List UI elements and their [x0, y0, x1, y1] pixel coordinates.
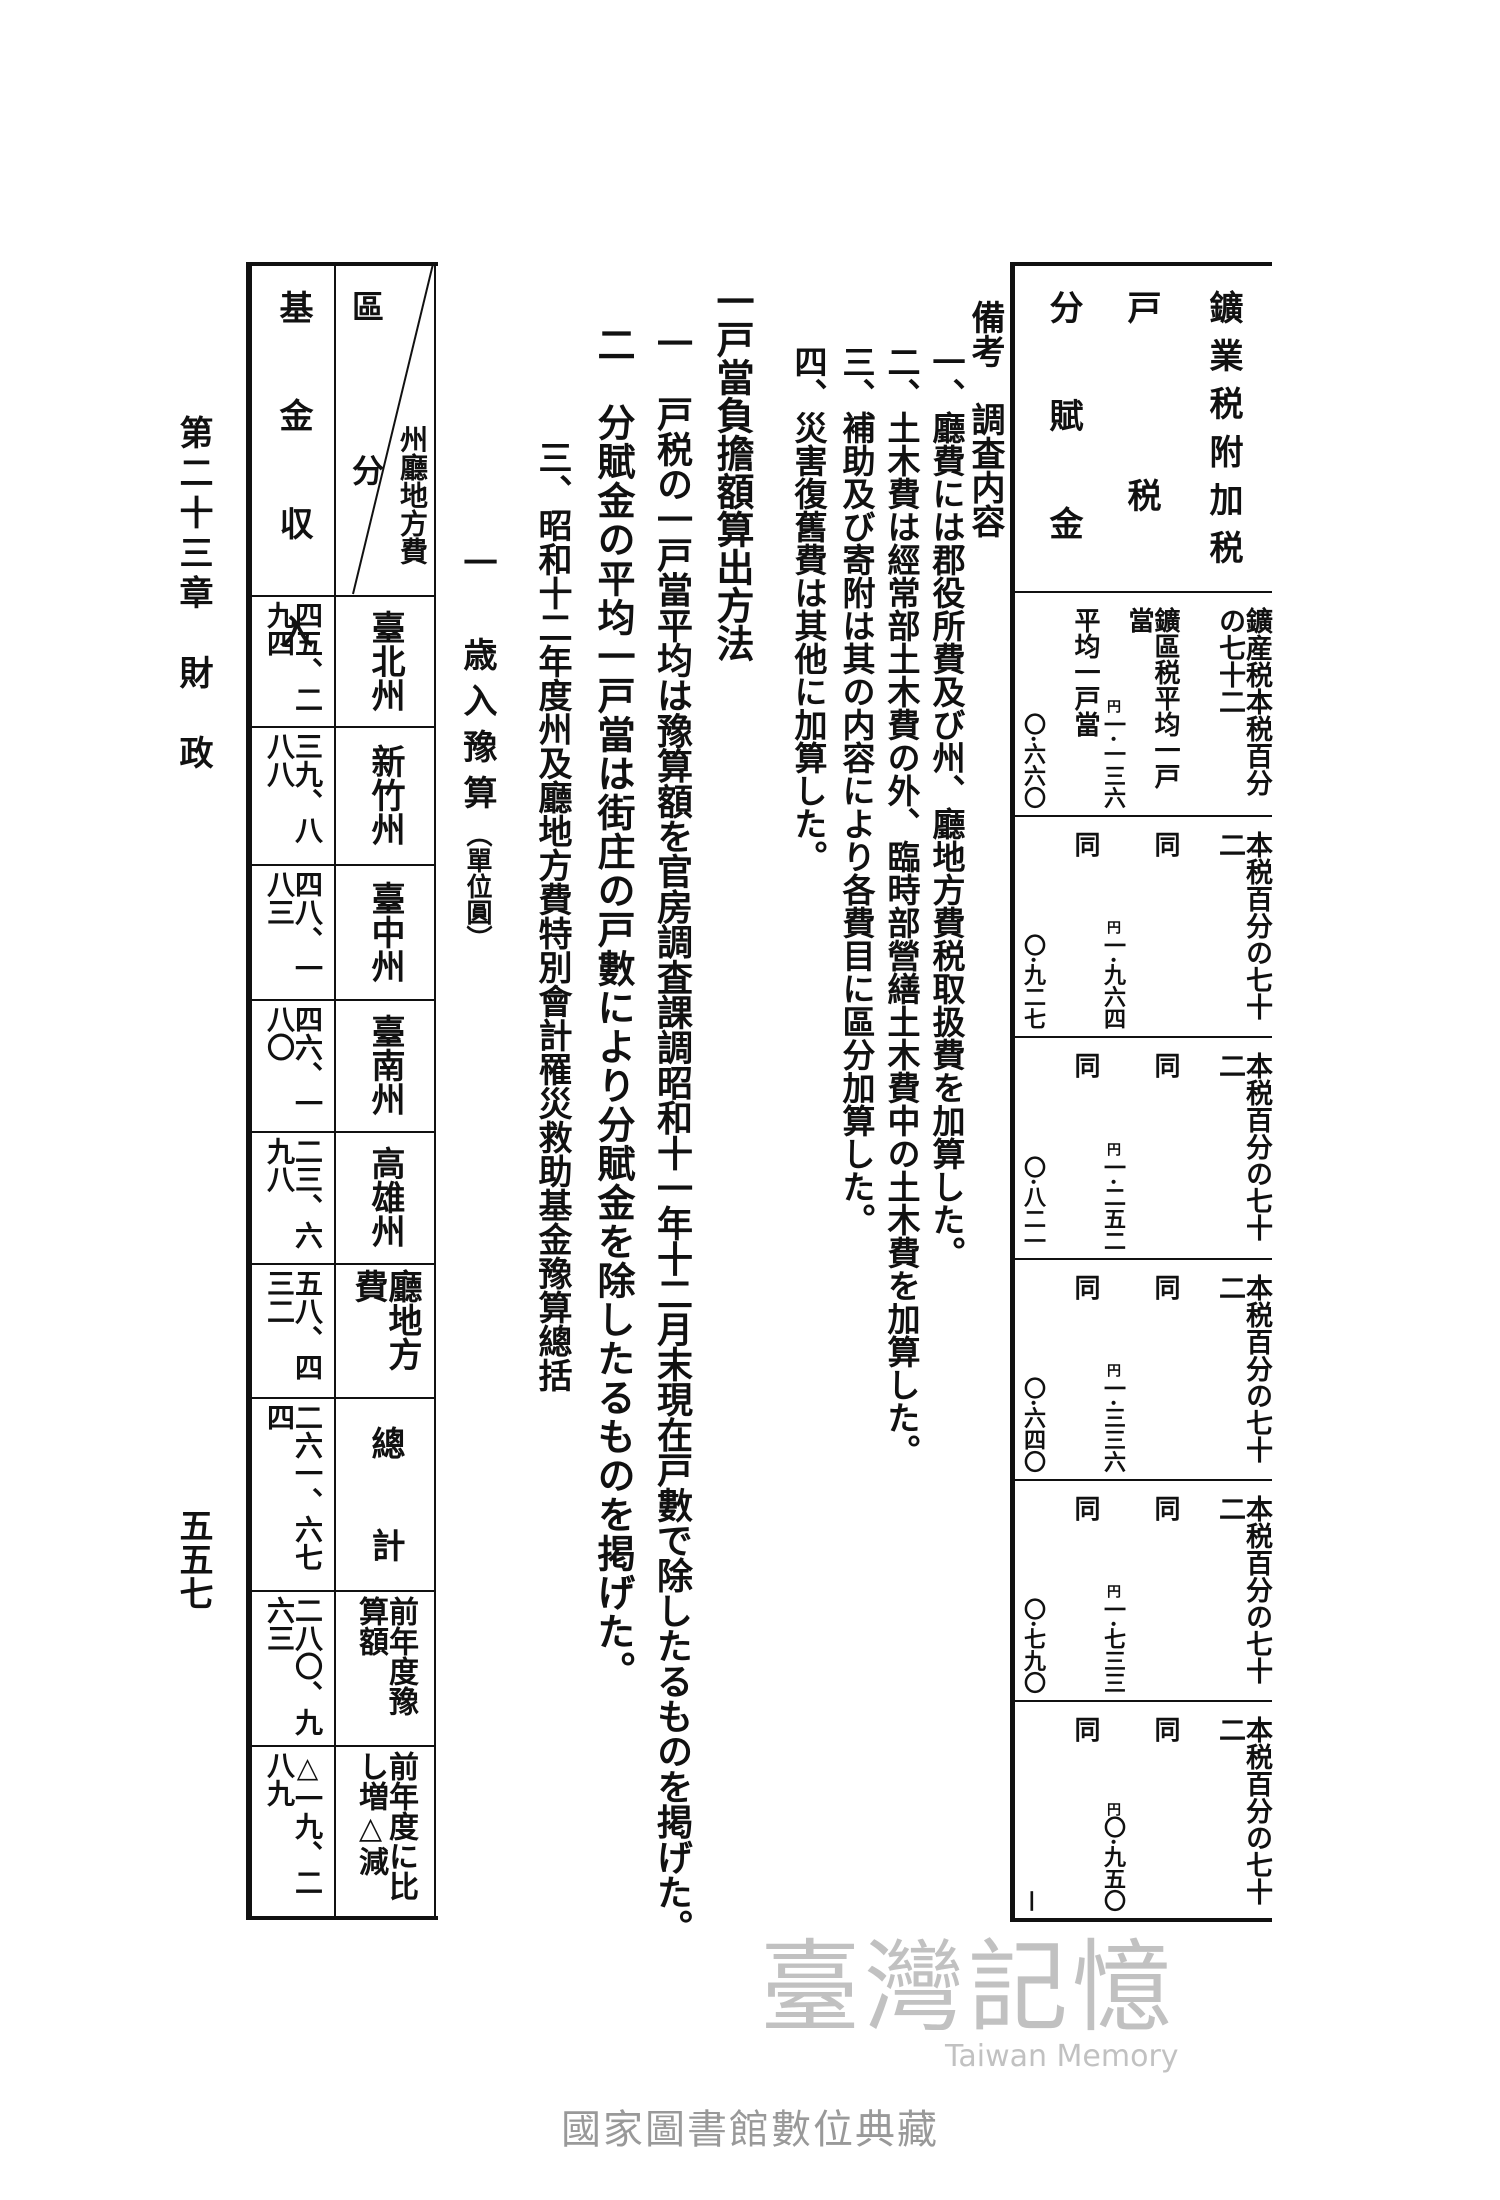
- row-divider: [252, 595, 434, 597]
- allotment-value: 〇·六六〇: [1020, 713, 1046, 809]
- household-tax-value-group: 円一·二五二: [1100, 1142, 1126, 1252]
- yen-unit: 円: [1105, 699, 1121, 714]
- note-item-2: 二、土木費は經常部土木費の外、臨時部營繕土木費中の土木費を加算した。: [882, 345, 921, 1467]
- corner-diagonal: [352, 264, 434, 595]
- fund-row-value: 五八、四三二: [263, 1269, 324, 1381]
- method-heading: 一戸當負擔額算出方法: [710, 282, 755, 662]
- fund-row-label: 新竹州: [365, 744, 405, 846]
- row-divider: [252, 1745, 434, 1747]
- row-divider: [252, 1131, 434, 1133]
- section-three-title: 三、昭和十二年度州及廳地方費特別會計罹災救助基金豫算總括: [532, 440, 572, 1392]
- fund-row-value: 三九、八八八: [263, 732, 324, 844]
- household-tax-value: 〇·九五〇: [1100, 1816, 1126, 1912]
- row-divider: [252, 1397, 434, 1399]
- fund-row-value: 二六一、六七四: [263, 1403, 324, 1571]
- fund-row-label: 臺北州: [365, 609, 405, 712]
- fund-row-value: △一九、二八九: [263, 1751, 324, 1896]
- fund-row-label: 臺中州: [365, 880, 405, 983]
- watermark: 臺灣記憶 Taiwan Memory: [760, 1938, 1220, 2088]
- fund-row-value: 二八〇、九六三: [263, 1596, 324, 1736]
- allotment-label: 同: [1070, 1716, 1100, 1742]
- row-divider: [252, 1590, 434, 1592]
- fund-row-label: 前年度に比し増△減: [353, 1751, 418, 1901]
- row-divider: [252, 1263, 434, 1265]
- mining-tax-rate: 本税百分の七十二: [1214, 1274, 1272, 1463]
- row-divider: [252, 726, 434, 728]
- allotment-value: 〇·六四〇: [1020, 1377, 1046, 1473]
- mining-tax-rate: 鑛産税本税百分の七十二: [1214, 607, 1272, 796]
- page-number: 五五七: [173, 1508, 213, 1610]
- allotment-value: 〇·七九〇: [1020, 1598, 1046, 1694]
- header-household-tax: 戸 税: [1121, 290, 1161, 572]
- allotment-value: —: [1020, 1890, 1046, 1912]
- yen-unit: 円: [1105, 1802, 1121, 1817]
- household-tax-value-group: 円〇·九五〇: [1100, 1802, 1126, 1912]
- mining-tax-rate: 本税百分の七十二: [1214, 1052, 1272, 1241]
- corner-top-label: 區 分: [347, 290, 385, 536]
- household-tax-value: 一·七三三: [1100, 1598, 1126, 1694]
- yen-unit: 円: [1105, 920, 1121, 935]
- unit-label: （單位圓）: [462, 821, 492, 951]
- fund-row-value: 四八、一八三: [263, 870, 324, 982]
- household-tax-label: 同: [1150, 1495, 1180, 1521]
- watermark-latin: Taiwan Memory: [945, 2039, 1179, 2074]
- row-divider: [252, 864, 434, 866]
- fund-row-label: 廳地方費: [348, 1269, 422, 1371]
- household-tax-value: 一·二五二: [1100, 1156, 1126, 1252]
- allotment-label: 平均一戸當: [1070, 607, 1100, 737]
- fund-row-label: 臺南州: [365, 1014, 405, 1116]
- fund-row-label: 總 計: [365, 1425, 405, 1562]
- household-tax-value-group: 円一·一三六: [1100, 699, 1126, 809]
- fund-row-label: 前年度豫算額: [353, 1596, 418, 1716]
- household-tax-label: 同: [1150, 1716, 1180, 1742]
- household-tax-label: 同: [1150, 1052, 1180, 1078]
- household-tax-value-group: 円一·七三三: [1100, 1584, 1126, 1694]
- household-tax-value: 一·三三六: [1100, 1377, 1126, 1473]
- header-allotment: 分 賦 金: [1043, 290, 1083, 560]
- allotment-label: 同: [1070, 1495, 1100, 1521]
- column-header-fund-revenue: 基 金 収 入: [273, 290, 313, 668]
- mining-tax-rate: 本税百分の七十二: [1214, 1495, 1272, 1684]
- fund-row-value: 二三、六九八: [263, 1137, 324, 1249]
- allotment-label: 同: [1070, 1052, 1100, 1078]
- household-tax-value-group: 円一·九六四: [1100, 920, 1126, 1030]
- allotment-value: 〇·九二七: [1020, 934, 1046, 1030]
- mining-tax-rate: 本税百分の七十二: [1214, 831, 1272, 1020]
- header-mining-tax: 鑛業税附加税: [1203, 290, 1243, 578]
- household-tax-label: 鑛區税平均一戸當: [1124, 607, 1180, 789]
- household-tax-value-group: 円一·三三六: [1100, 1363, 1126, 1473]
- watermark-cjk: 臺灣記憶: [760, 1929, 1176, 2046]
- fund-row-value: 四五、二九四: [263, 601, 324, 713]
- corner-bottom-label: 州廳地方費: [396, 425, 429, 565]
- footer-attribution: 國家圖書館數位典藏: [561, 2107, 939, 2153]
- mining-tax-rate: 本税百分の七十二: [1214, 1716, 1272, 1905]
- household-tax-label: 同: [1150, 831, 1180, 857]
- fund-row-label: 高雄州: [365, 1146, 405, 1248]
- household-tax-label: 同: [1150, 1274, 1180, 1300]
- allotment-value: 〇·八二一: [1020, 1156, 1046, 1252]
- fund-row-value: 四六、一八〇: [263, 1005, 324, 1117]
- yen-unit: 円: [1105, 1363, 1121, 1378]
- notes-title: 備考 調査内容: [965, 300, 1005, 538]
- chapter-heading: 第二十三章 財 政: [173, 415, 213, 775]
- note-item-3: 三、補助及び寄附は其の内容により各費目に區分加算した。: [837, 345, 876, 1236]
- revenue-subtitle-text: 一 歳入豫算: [457, 545, 497, 821]
- household-tax-value: 一·九六四: [1100, 934, 1126, 1030]
- household-tax-value: 一·一三六: [1100, 713, 1126, 809]
- note-item-1: 一、廳費には郡役所費及び州、廳地方費税取扱費を加算した。: [927, 345, 966, 1269]
- allotment-label: 同: [1070, 831, 1100, 857]
- yen-unit: 円: [1105, 1142, 1121, 1157]
- allotment-label: 同: [1070, 1274, 1100, 1300]
- yen-unit: 円: [1105, 1584, 1121, 1599]
- note-item-4: 四、災害復舊費は其他に加算した。: [789, 345, 828, 873]
- row-divider: [252, 999, 434, 1001]
- revenue-subtitle: 一 歳入豫算（單位圓）: [457, 545, 497, 951]
- method-item-1: 一 戸税の一戸當平均は豫算額を官房調査課調昭和十一年十二月末現在戸數で除したるも…: [651, 325, 693, 1945]
- method-item-2: 二 分賦金の平均一戸當は街庄の戸數により分賦金を除したるものを掲げた。: [591, 325, 636, 1690]
